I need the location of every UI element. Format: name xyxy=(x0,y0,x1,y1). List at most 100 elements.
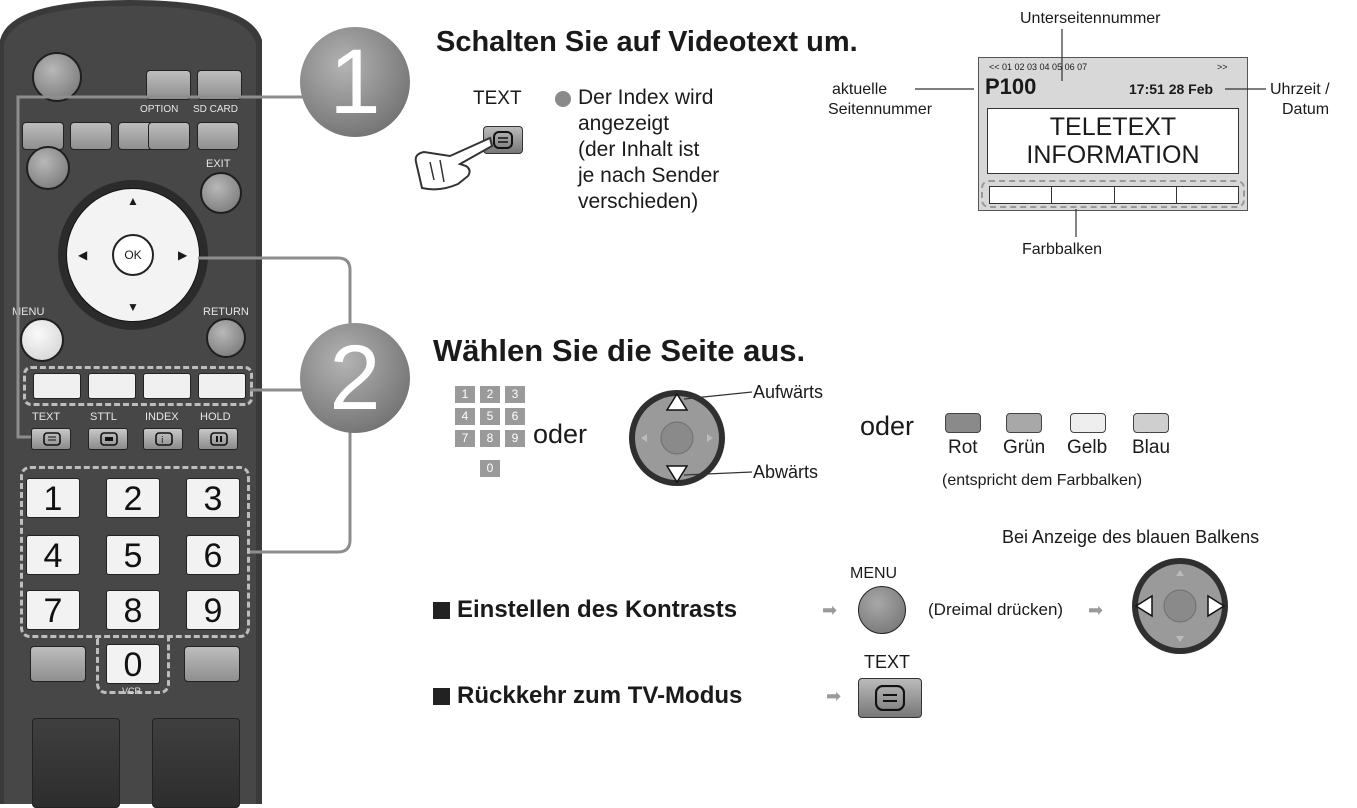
tv-button[interactable] xyxy=(197,70,242,100)
index-icon: i xyxy=(155,432,173,446)
number-key-6[interactable]: 6 xyxy=(186,535,240,575)
subpage-row: << 01 02 03 04 05 06 07 xyxy=(989,62,1088,72)
text-button-label: TEXT xyxy=(864,652,911,672)
colour-bar-highlight xyxy=(981,180,1245,208)
step-2-number: 2 xyxy=(300,323,410,433)
colour-bar-label: Farbbalken xyxy=(1022,241,1103,258)
remote-key[interactable] xyxy=(184,646,240,682)
remote-control: OPTION SD CARD EXIT OK ▲ ▼ ◀ ▶ MENU RETU… xyxy=(0,0,262,808)
info-line-2: INFORMATION xyxy=(1026,141,1200,169)
info-line-1: TELETEXT xyxy=(1049,113,1177,141)
sdcard-button[interactable] xyxy=(197,122,239,150)
numpad-key: 1 xyxy=(455,386,475,403)
hold-icon xyxy=(210,432,228,446)
option-label: OPTION xyxy=(140,104,179,115)
yellow-label: Gelb xyxy=(1067,437,1108,458)
step-1-title: Schalten Sie auf Videotext um. xyxy=(436,26,858,58)
power-button[interactable] xyxy=(32,52,82,102)
number-key-2[interactable]: 2 xyxy=(106,478,160,518)
arrow-icon: ➡ xyxy=(826,686,842,706)
numpad-key: 7 xyxy=(455,430,475,447)
time-date-label: Datum xyxy=(1282,101,1330,118)
round-key-left[interactable] xyxy=(26,146,70,190)
subtitle-icon xyxy=(100,432,118,446)
numpad-key: 8 xyxy=(480,430,500,447)
menu-label: MENU xyxy=(12,306,45,318)
index-key[interactable]: i xyxy=(143,428,183,450)
colour-bar xyxy=(989,186,1239,204)
green-swatch xyxy=(1006,413,1042,433)
index-note-line: je nach Sender xyxy=(578,164,720,187)
numpad-key: 4 xyxy=(455,408,475,425)
number-key-3[interactable]: 3 xyxy=(186,478,240,518)
sttl-key[interactable] xyxy=(88,428,128,450)
green-label: Grün xyxy=(1003,437,1046,458)
blue-key[interactable] xyxy=(198,373,246,399)
square-bullet-icon xyxy=(433,602,450,619)
step-1-number: 1 xyxy=(300,27,410,137)
down-label: Abwärts xyxy=(753,462,819,482)
up-arrow-icon: ▲ xyxy=(127,194,139,208)
number-key-4[interactable]: 4 xyxy=(26,535,80,575)
text-key-label: TEXT xyxy=(32,411,61,423)
red-swatch xyxy=(945,413,981,433)
blue-bar-note: Bei Anzeige des blauen Balkens xyxy=(1002,527,1260,547)
teletext-callout-lines xyxy=(915,29,1266,237)
text-key[interactable] xyxy=(31,428,71,450)
blue-label: Blau xyxy=(1132,437,1171,458)
return-label: RETURN xyxy=(203,306,249,318)
return-button[interactable] xyxy=(206,318,246,358)
index-note-line: verschieden) xyxy=(578,190,699,213)
up-down-callout-lines xyxy=(683,391,753,476)
remote-key[interactable] xyxy=(70,122,112,150)
teletext-icon xyxy=(875,685,905,711)
number-key-7[interactable]: 7 xyxy=(26,590,80,630)
number-keys-highlight xyxy=(20,466,250,638)
numpad-key: 5 xyxy=(480,408,500,425)
remote-key[interactable] xyxy=(22,122,64,150)
text-button[interactable] xyxy=(858,678,922,718)
red-key[interactable] xyxy=(33,373,81,399)
subpage-more: >> xyxy=(1217,62,1228,72)
time-date: 17:51 28 Feb xyxy=(1129,81,1214,97)
teletext-info-box: TELETEXT INFORMATION xyxy=(987,108,1239,174)
menu-button[interactable] xyxy=(858,586,906,634)
remote-key[interactable] xyxy=(32,718,120,808)
yellow-key[interactable] xyxy=(143,373,191,399)
subpage-number-label: Unterseitennummer xyxy=(1020,10,1161,27)
hold-key-label: HOLD xyxy=(200,411,231,423)
ok-button[interactable]: OK xyxy=(112,234,154,276)
page-number: P100 xyxy=(985,74,1037,99)
number-key-9[interactable]: 9 xyxy=(186,590,240,630)
menu-button[interactable] xyxy=(20,318,64,362)
right-arrow-icon: ▶ xyxy=(178,248,188,262)
exit-button[interactable] xyxy=(200,172,242,214)
green-key[interactable] xyxy=(88,373,136,399)
teletext-icon xyxy=(43,432,61,446)
square-bullet-icon xyxy=(433,688,450,705)
number-key-0[interactable]: 0 xyxy=(106,644,160,684)
number-key-1[interactable]: 1 xyxy=(26,478,80,518)
red-label: Rot xyxy=(948,437,978,458)
svg-text:i: i xyxy=(161,436,164,446)
left-arrow-icon: ◀ xyxy=(78,248,88,262)
tv-mode-title: Rückkehr zum TV-Modus xyxy=(457,682,743,709)
index-key-label: INDEX xyxy=(145,411,179,423)
number-key-5[interactable]: 5 xyxy=(106,535,160,575)
sttl-key-label: STTL xyxy=(90,411,117,423)
hold-key[interactable] xyxy=(198,428,238,450)
remote-key[interactable] xyxy=(30,646,86,682)
contrast-title: Einstellen des Kontrasts xyxy=(457,596,738,623)
left-right-dpad-icon xyxy=(1132,558,1228,654)
numpad-key: 0 xyxy=(480,460,500,477)
press-three-times-note: (Dreimal drücken) xyxy=(928,600,1064,619)
numpad-key: 9 xyxy=(505,430,525,447)
option-button[interactable] xyxy=(148,122,190,150)
input-button[interactable] xyxy=(146,70,191,100)
arrow-icon: ➡ xyxy=(1088,600,1104,620)
blue-swatch xyxy=(1133,413,1169,433)
zero-key-highlight xyxy=(96,636,170,694)
or-text: oder xyxy=(860,411,915,441)
pressing-hand-icon xyxy=(414,136,494,191)
number-key-8[interactable]: 8 xyxy=(106,590,160,630)
